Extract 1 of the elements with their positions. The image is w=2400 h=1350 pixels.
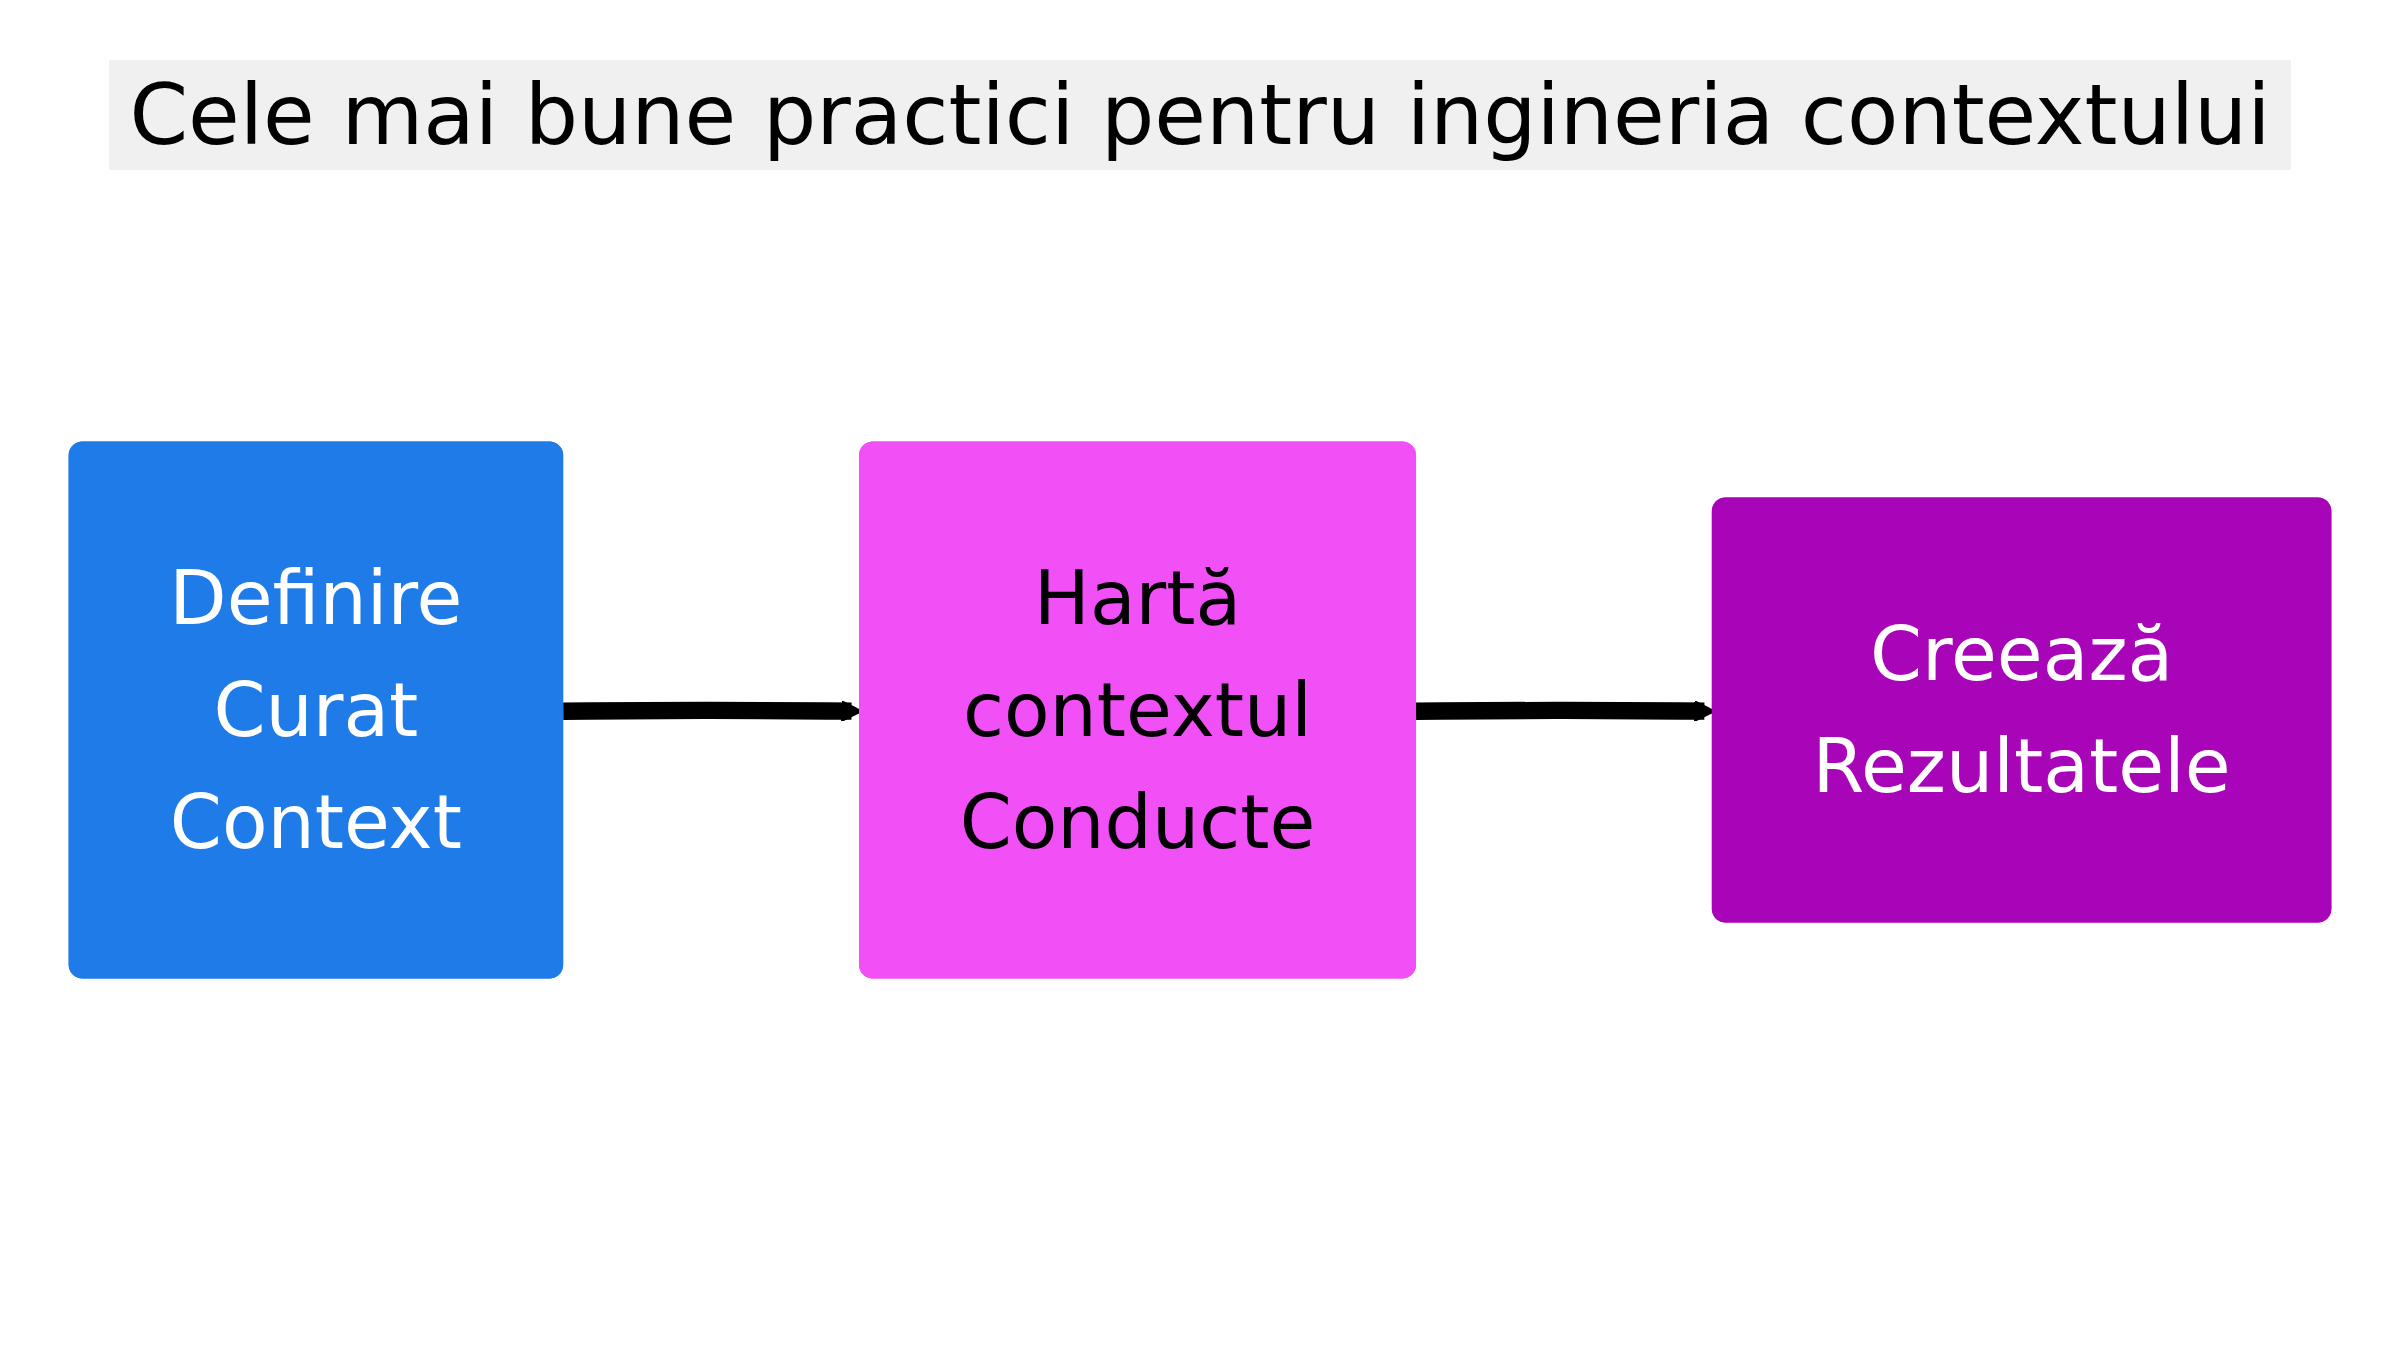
diagram-title: Cele mai bune practici pentru ingineria contextului [109, 60, 2291, 170]
